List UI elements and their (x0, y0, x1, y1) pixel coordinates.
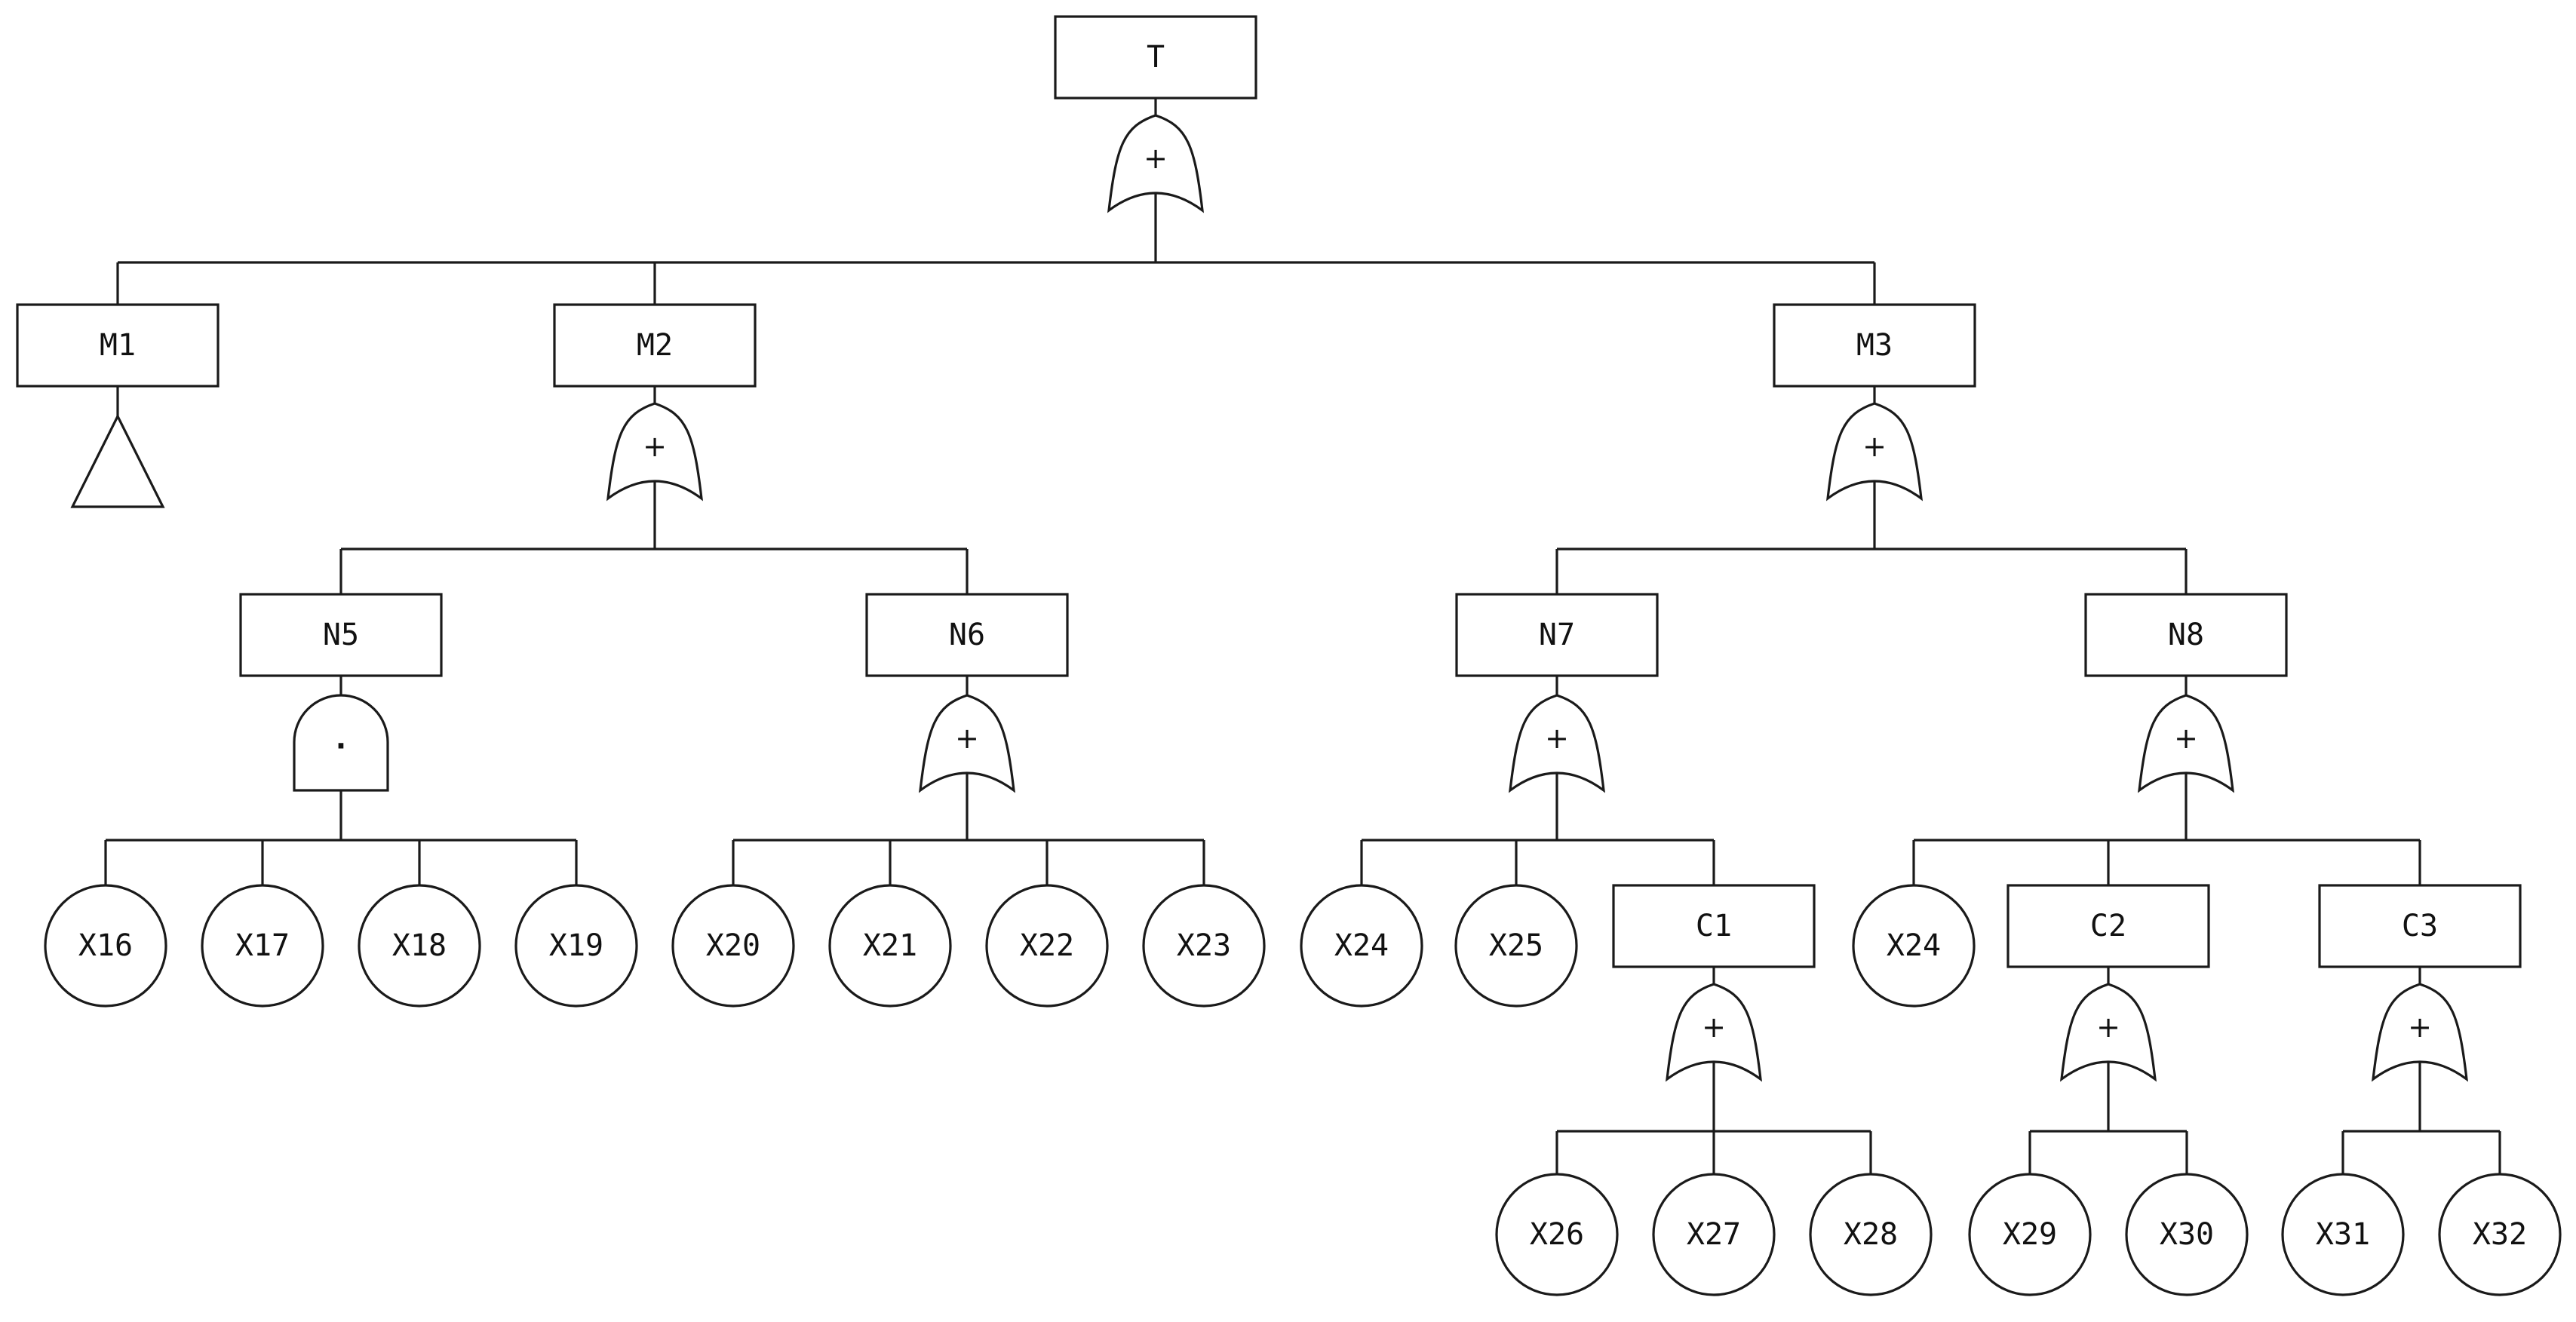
basic-event-label-x31: X31 (2316, 1217, 2370, 1252)
event-label-c2: C2 (2090, 909, 2126, 943)
basic-event-label-x30: X30 (2160, 1217, 2214, 1252)
event-box-m1 (16, 303, 220, 388)
event-box-c2 (2006, 884, 2210, 968)
basic-event-circle-x18 (358, 884, 481, 1008)
basic-event-label-x27: X27 (1687, 1217, 1741, 1252)
transfer-triangle-icon (70, 413, 165, 508)
gate-symbol-c2: + (2096, 1011, 2120, 1044)
event-label-n7: N7 (1539, 618, 1575, 652)
basic-event-circle-x31 (2281, 1173, 2405, 1296)
or-gate-icon-c3 (2371, 983, 2469, 1082)
event-box-n5 (239, 593, 443, 677)
basic-event-label-x17: X17 (235, 928, 290, 963)
basic-event-circle-x25 (1454, 884, 1578, 1008)
event-box-n6 (865, 593, 1069, 677)
or-gate-icon-m3 (1825, 402, 1924, 502)
connector-lines (104, 98, 2501, 1174)
or-gate-icon-n8 (2137, 694, 2235, 793)
basic-event-circle-x22 (985, 884, 1109, 1008)
basic-event-circle-x23 (1142, 884, 1266, 1008)
basic-event-label-x18: X18 (392, 928, 447, 963)
or-gate-icon-n6 (918, 694, 1016, 793)
basic-event-label-x23: X23 (1177, 928, 1231, 963)
event-box-n7 (1455, 593, 1659, 677)
event-label-c1: C1 (1696, 909, 1732, 943)
event-label-m1: M1 (100, 328, 136, 363)
or-gate-icon-c2 (2059, 983, 2157, 1082)
or-gate-icon-t (1107, 114, 1205, 213)
basic-event-label-x32: X32 (2473, 1217, 2527, 1252)
basic-event-circle-x16 (44, 884, 167, 1008)
basic-event-label-x21: X21 (863, 928, 917, 963)
basic-event-label-x19: X19 (549, 928, 603, 963)
event-box-m2 (553, 303, 757, 388)
basic-event-circle-x32 (2438, 1173, 2562, 1296)
basic-event-circle-x27 (1652, 1173, 1776, 1296)
basic-event-circle-x17 (201, 884, 324, 1008)
gate-symbol-n7: + (1545, 722, 1569, 755)
event-label-m3: M3 (1856, 328, 1893, 363)
basic-event-label-x24a: X24 (1334, 928, 1389, 963)
event-label-t: T (1147, 40, 1165, 75)
gate-symbol-c3: + (2408, 1011, 2432, 1044)
basic-event-label-x26: X26 (1530, 1217, 1584, 1252)
basic-event-circle-x26 (1495, 1173, 1619, 1296)
basic-event-circle-x19 (514, 884, 638, 1008)
basic-event-circle-x30 (2125, 1173, 2249, 1296)
basic-event-label-x29: X29 (2003, 1217, 2057, 1252)
gate-symbol-n5: · (336, 729, 346, 762)
event-label-n5: N5 (323, 618, 359, 652)
gate-symbol-n8: + (2174, 722, 2198, 755)
and-gate-icon-n5 (293, 694, 389, 792)
basic-event-circle-x24a (1300, 884, 1423, 1008)
event-box-c3 (2318, 884, 2522, 968)
basic-event-label-x16: X16 (78, 928, 133, 963)
basic-event-label-x24b: X24 (1887, 928, 1941, 963)
basic-event-circle-x20 (671, 884, 795, 1008)
basic-event-label-x20: X20 (706, 928, 760, 963)
gate-symbol-n6: + (955, 722, 979, 755)
event-box-t (1054, 15, 1257, 100)
basic-event-circle-x24b (1852, 884, 1976, 1008)
basic-event-label-x22: X22 (1020, 928, 1074, 963)
gate-symbol-m3: + (1862, 430, 1887, 463)
basic-event-label-x25: X25 (1489, 928, 1543, 963)
event-box-c1 (1612, 884, 1816, 968)
event-label-m2: M2 (637, 328, 673, 363)
basic-event-label-x28: X28 (1844, 1217, 1898, 1252)
basic-event-circle-x28 (1809, 1173, 1933, 1296)
or-gate-icon-n7 (1508, 694, 1606, 793)
event-label-c3: C3 (2402, 909, 2438, 943)
basic-event-circle-x21 (828, 884, 952, 1008)
or-gate-icon-m2 (606, 402, 704, 502)
or-gate-icon-c1 (1665, 983, 1763, 1082)
gate-symbol-m2: + (643, 430, 667, 463)
gate-symbol-t: + (1144, 142, 1168, 175)
gate-symbol-c1: + (1702, 1011, 1726, 1044)
basic-event-circle-x29 (1968, 1173, 2092, 1296)
event-box-m3 (1773, 303, 1976, 388)
event-label-n8: N8 (2168, 618, 2204, 652)
event-label-n6: N6 (949, 618, 985, 652)
event-box-n8 (2084, 593, 2288, 677)
